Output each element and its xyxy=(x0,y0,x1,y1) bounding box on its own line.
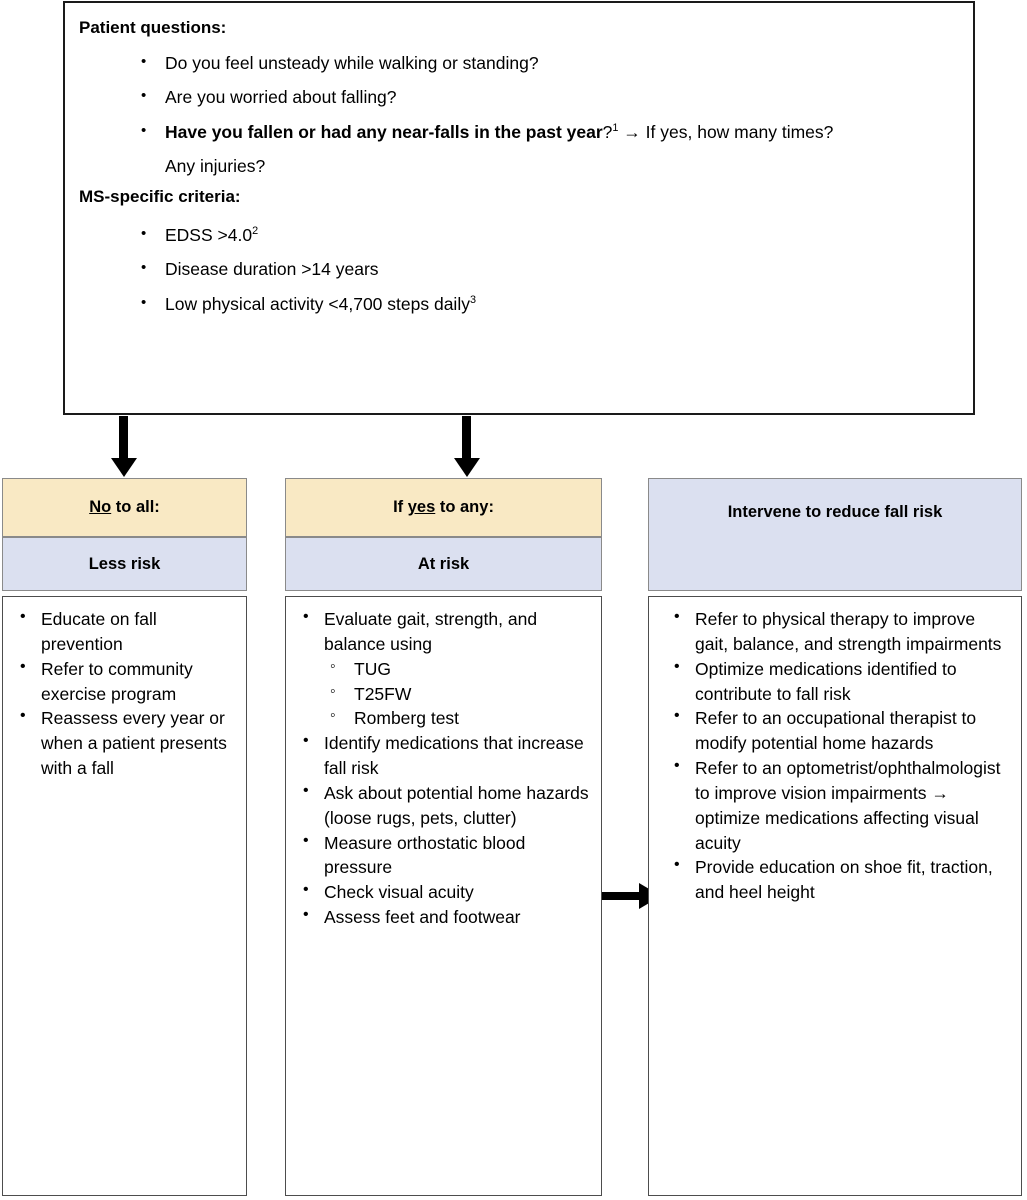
left-column-body: Educate on fall prevention Refer to comm… xyxy=(2,596,247,1196)
list-item-text: Refer to community exercise program xyxy=(41,658,193,704)
patient-questions-box: Patient questions: Do you feel unsteady … xyxy=(63,1,975,415)
list-item-text: Refer to physical therapy to improve gai… xyxy=(695,609,1002,654)
citation-marker-3: 3 xyxy=(469,294,476,307)
left-column-header: No to all: xyxy=(2,478,247,537)
middle-column-sublist: TUG T25FW Romberg test xyxy=(324,656,593,732)
list-item-text: Reassess every year or when a patient pr… xyxy=(41,708,227,779)
patient-questions-list: Do you feel unsteady while walking or st… xyxy=(79,52,957,186)
right-column-list: Refer to physical therapy to improve gai… xyxy=(663,606,1013,905)
arrow-down-to-left-column xyxy=(119,416,128,459)
middle-header-underlined: yes xyxy=(407,498,436,516)
middle-column-list: Evaluate gait, strength, and balance usi… xyxy=(292,606,593,930)
middle-header-prefix: If xyxy=(393,498,408,516)
arrow-down-to-middle-column xyxy=(462,416,471,459)
list-item: Educate on fall prevention xyxy=(9,606,238,657)
middle-header-suffix: to any: xyxy=(435,498,494,516)
key-question-punct: ? xyxy=(602,121,613,142)
middle-column-header: If yes to any: xyxy=(285,478,602,537)
list-item: Refer to community exercise program xyxy=(9,656,238,707)
citation-marker-2: 2 xyxy=(252,225,259,238)
list-item: Identify medications that increase fall … xyxy=(292,730,593,781)
ms-criteria-list: EDSS >4.02 Disease duration >14 years Lo… xyxy=(79,224,957,331)
ms-criteria-item: EDSS >4.02 xyxy=(79,224,957,262)
list-item: Ask about potential home hazards (loose … xyxy=(292,780,593,831)
list-item-text: Assess feet and footwear xyxy=(324,907,521,928)
patient-questions-heading: Patient questions: xyxy=(79,18,227,37)
sub-list-item: TUG xyxy=(324,656,593,682)
ms-criteria-heading: MS-specific criteria: xyxy=(79,186,241,206)
right-column-header-label: Intervene to reduce fall risk xyxy=(727,503,943,521)
sub-list-item: Romberg test xyxy=(324,705,593,731)
question-item: Do you feel unsteady while walking or st… xyxy=(79,52,957,90)
ms-criteria-text: Low physical activity <4,700 steps daily xyxy=(165,293,470,314)
list-item-text-cont: optimize medications affecting visual ac… xyxy=(695,807,979,853)
arrow-right-to-intervene-column xyxy=(602,892,640,900)
list-item: Provide education on shoe fit, traction,… xyxy=(663,854,1013,905)
key-question-followup-line2-item: Any injuries? xyxy=(79,158,957,186)
left-header-suffix: to all: xyxy=(111,498,160,516)
question-item: Are you worried about falling? xyxy=(79,87,957,124)
list-item-text: Optimize medications identified to contr… xyxy=(695,658,957,704)
middle-column-header-label: If yes to any: xyxy=(393,498,494,517)
question-text: Are you worried about falling? xyxy=(165,87,397,108)
inline-arrow-icon: → xyxy=(623,121,641,142)
list-item-text: Educate on fall prevention xyxy=(41,609,157,654)
left-column-subheader: Less risk xyxy=(2,537,247,591)
list-item: Refer to an optometrist/ophthalmologist … xyxy=(663,755,1013,855)
list-item: Evaluate gait, strength, and balance usi… xyxy=(292,606,593,732)
right-column-header: Intervene to reduce fall risk xyxy=(648,478,1022,591)
list-item-text: Measure orthostatic blood pressure xyxy=(324,832,526,878)
list-item: Assess feet and footwear xyxy=(292,904,593,930)
list-item-text: Identify medications that increase fall … xyxy=(324,733,584,779)
question-item-key: Have you fallen or had any near-falls in… xyxy=(79,121,957,159)
middle-column-subheader: At risk xyxy=(285,537,602,591)
citation-marker-1: 1 xyxy=(612,122,619,135)
middle-column-body: Evaluate gait, strength, and balance usi… xyxy=(285,596,602,1196)
sub-list-item-text: T25FW xyxy=(354,683,412,704)
ms-criteria-item: Disease duration >14 years xyxy=(79,259,957,296)
sub-list-item-text: Romberg test xyxy=(354,708,460,729)
list-item-text: Ask about potential home hazards (loose … xyxy=(324,782,589,828)
right-column-body: Refer to physical therapy to improve gai… xyxy=(648,596,1022,1196)
list-item: Measure orthostatic blood pressure xyxy=(292,830,593,881)
question-text: Do you feel unsteady while walking or st… xyxy=(165,52,539,73)
ms-criteria-text: EDSS >4.0 xyxy=(165,224,253,245)
list-item: Reassess every year or when a patient pr… xyxy=(9,705,238,781)
ms-criteria-text: Disease duration >14 years xyxy=(165,259,379,280)
list-item: Check visual acuity xyxy=(292,879,593,905)
list-item-text: Refer to an occupational therapist to mo… xyxy=(695,708,977,754)
ms-criteria-item: Low physical activity <4,700 steps daily… xyxy=(79,293,957,331)
key-question-followup-line2: Any injuries? xyxy=(165,156,266,177)
middle-column-subheader-label: At risk xyxy=(417,554,470,573)
list-item: Refer to an occupational therapist to mo… xyxy=(663,705,1013,756)
sub-list-item: T25FW xyxy=(324,681,593,707)
inline-arrow-icon: → xyxy=(931,782,949,803)
left-header-underlined: No xyxy=(89,498,112,516)
list-item-text: Refer to an optometrist/ophthalmologist … xyxy=(695,758,1001,803)
left-column-list: Educate on fall prevention Refer to comm… xyxy=(9,606,238,781)
list-item-text: Evaluate gait, strength, and balance usi… xyxy=(324,609,538,654)
left-column-header-label: No to all: xyxy=(89,498,160,517)
list-item: Optimize medications identified to contr… xyxy=(663,656,1013,707)
sub-list-item-text: TUG xyxy=(354,658,391,679)
key-question-bold: Have you fallen or had any near-falls in… xyxy=(165,121,603,142)
list-item-text: Check visual acuity xyxy=(324,882,474,903)
list-item: Refer to physical therapy to improve gai… xyxy=(663,606,1013,657)
left-column-subheader-label: Less risk xyxy=(88,554,161,573)
list-item-text: Provide education on shoe fit, traction,… xyxy=(695,857,993,903)
key-question-followup: If yes, how many times? xyxy=(645,121,834,142)
